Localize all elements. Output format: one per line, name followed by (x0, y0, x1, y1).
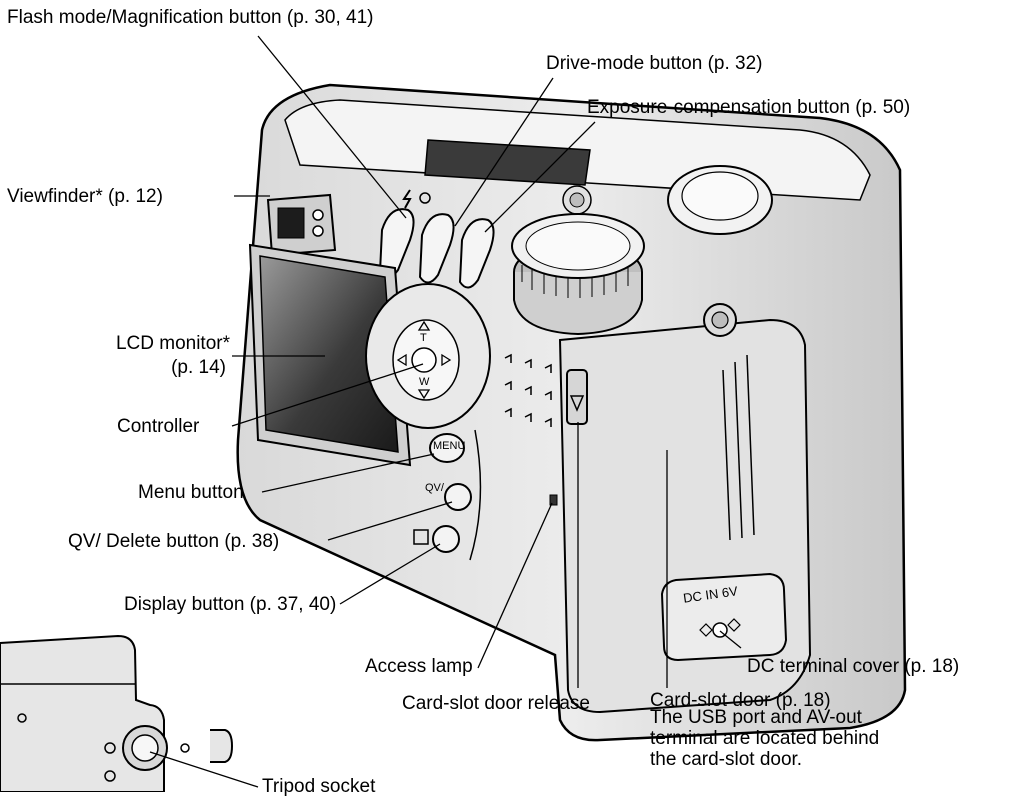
label-drive-mode: Drive-mode button (p. 32) (546, 53, 763, 74)
leader-qv-delete (327, 501, 453, 541)
menu-key-label: MENU (433, 440, 466, 452)
card-slot-note: The USB port and AV-out terminal are loc… (650, 707, 879, 770)
card-slot-note-line-3: the card-slot door. (650, 749, 803, 770)
speaker-marks (504, 353, 552, 427)
label-exposure-comp: Exposure-compensation button (p. 50) (587, 97, 911, 118)
leader-display (339, 543, 441, 605)
side-buttons (413, 429, 482, 561)
label-qv-delete: QV/ Delete button (p. 38) (68, 531, 280, 552)
zoom-w-label: W (419, 376, 430, 388)
top-back-buttons (378, 189, 495, 289)
card-slot-release-switch (566, 369, 588, 425)
label-controller: Controller (117, 416, 200, 437)
label-display-button: Display button (p. 37, 40) (124, 594, 337, 615)
lcd-monitor (248, 243, 412, 467)
leader-menu (261, 453, 435, 493)
leader-controller (231, 363, 424, 427)
mode-dial (511, 213, 645, 336)
qv-key-label: QV/ (425, 482, 444, 494)
card-slot-note-line-2: terminal are located behind (650, 728, 880, 749)
controller-pad (365, 283, 491, 429)
label-menu-button: Menu button (138, 482, 244, 503)
card-slot-note-line-1: The USB port and AV-out (650, 707, 862, 728)
label-dc-terminal: DC terminal cover (p. 18) (747, 656, 960, 677)
leader-tripod (149, 751, 259, 788)
label-viewfinder: Viewfinder* (p. 12) (7, 186, 163, 207)
label-tripod-socket: Tripod socket (262, 776, 376, 797)
leader-drive-mode (454, 77, 554, 227)
label-lcd-monitor-2: (p. 14) (171, 357, 226, 378)
leader-access-lamp (477, 502, 553, 669)
label-access-lamp: Access lamp (365, 656, 473, 677)
leader-exposure-comp (484, 121, 596, 233)
label-lcd-monitor-1: LCD monitor* (115, 333, 230, 354)
leader-dc-terminal (719, 630, 742, 649)
grip-grooves (722, 354, 755, 541)
leader-lines (149, 35, 742, 788)
leader-flash-mode (257, 35, 407, 219)
access-lamp (549, 494, 558, 506)
viewfinder (266, 193, 337, 257)
zoom-t-label: T (420, 332, 427, 344)
label-flash-mode: Flash mode/Magnification button (p. 30, … (7, 7, 374, 28)
label-card-slot-door: Card-slot door (p. 18) (650, 690, 831, 711)
label-card-slot-release: Card-slot door release (402, 693, 590, 714)
camera-bottom-inset (0, 634, 234, 792)
